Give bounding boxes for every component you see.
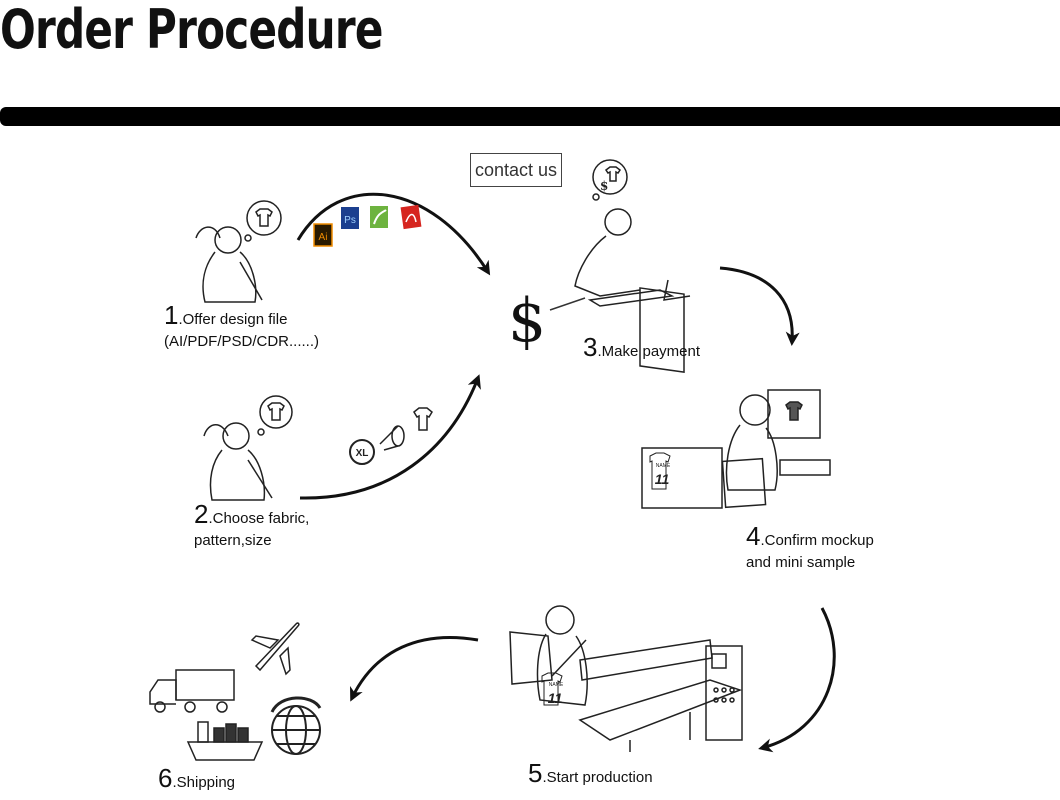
ps-file-icon: Ps	[341, 207, 359, 229]
designer-at-monitor-icon	[641, 389, 831, 509]
money-shirt-bubble-icon: $	[592, 159, 628, 201]
step-4-label: 4.Confirm mockup and mini sample	[746, 521, 874, 571]
svg-text:NAME: NAME	[549, 682, 564, 688]
payment-dollar-icon: $	[508, 286, 547, 356]
cdr-file-icon	[370, 206, 388, 228]
person-at-computer-icon	[574, 208, 691, 373]
svg-text:Ai: Ai	[319, 232, 328, 243]
payment-connector	[549, 297, 586, 311]
contact-us-button[interactable]: contact us	[470, 153, 562, 187]
globe-icon	[270, 696, 322, 755]
shirt-thought-bubble-icon	[244, 200, 282, 242]
svg-text:XL: XL	[356, 448, 369, 459]
ai-file-icon: Ai	[313, 223, 333, 247]
pdf-file-icon	[400, 204, 422, 230]
step-5-label: 5.Start production	[528, 758, 653, 788]
svg-text:11: 11	[655, 471, 670, 487]
svg-text:$: $	[600, 179, 608, 193]
svg-text:NAME: NAME	[656, 463, 671, 469]
size-xl-icon: XL	[349, 439, 375, 465]
arrow-step5-to-step6	[350, 636, 479, 702]
person-thinking-icon	[195, 226, 263, 303]
arrow-step1-to-payment	[296, 192, 491, 276]
step-3-label: 3.Make payment	[583, 332, 701, 362]
jersey-print-icon: NAME 11	[541, 672, 564, 706]
heat-press-machine-icon	[578, 639, 743, 752]
step-6-label: 6.Shipping	[158, 763, 236, 793]
truck-icon	[149, 669, 235, 713]
step-2-label: 2.Choose fabric, pattern,size	[194, 499, 310, 549]
title-divider	[0, 107, 1060, 126]
cargo-ship-icon	[186, 721, 264, 761]
arrow-step3-to-step4	[719, 266, 800, 346]
fabric-roll-icon	[379, 425, 405, 451]
arrow-step2-to-payment	[299, 374, 481, 500]
person-choosing-icon	[203, 422, 273, 501]
airplane-icon	[250, 622, 300, 676]
sewing-worker-icon	[509, 605, 588, 706]
jersey-icon	[413, 407, 433, 431]
step-1-label: 1.Offer design file (AI/PDF/PSD/CDR.....…	[164, 300, 320, 350]
svg-text:Ps: Ps	[344, 215, 356, 226]
arrow-step4-to-step5	[758, 607, 836, 753]
svg-text:11: 11	[548, 690, 563, 706]
page-title: Order Procedure	[0, 0, 383, 61]
mockup-jersey-icon: NAME 11	[649, 452, 671, 490]
shirt-thought-bubble-2-icon	[257, 395, 293, 436]
